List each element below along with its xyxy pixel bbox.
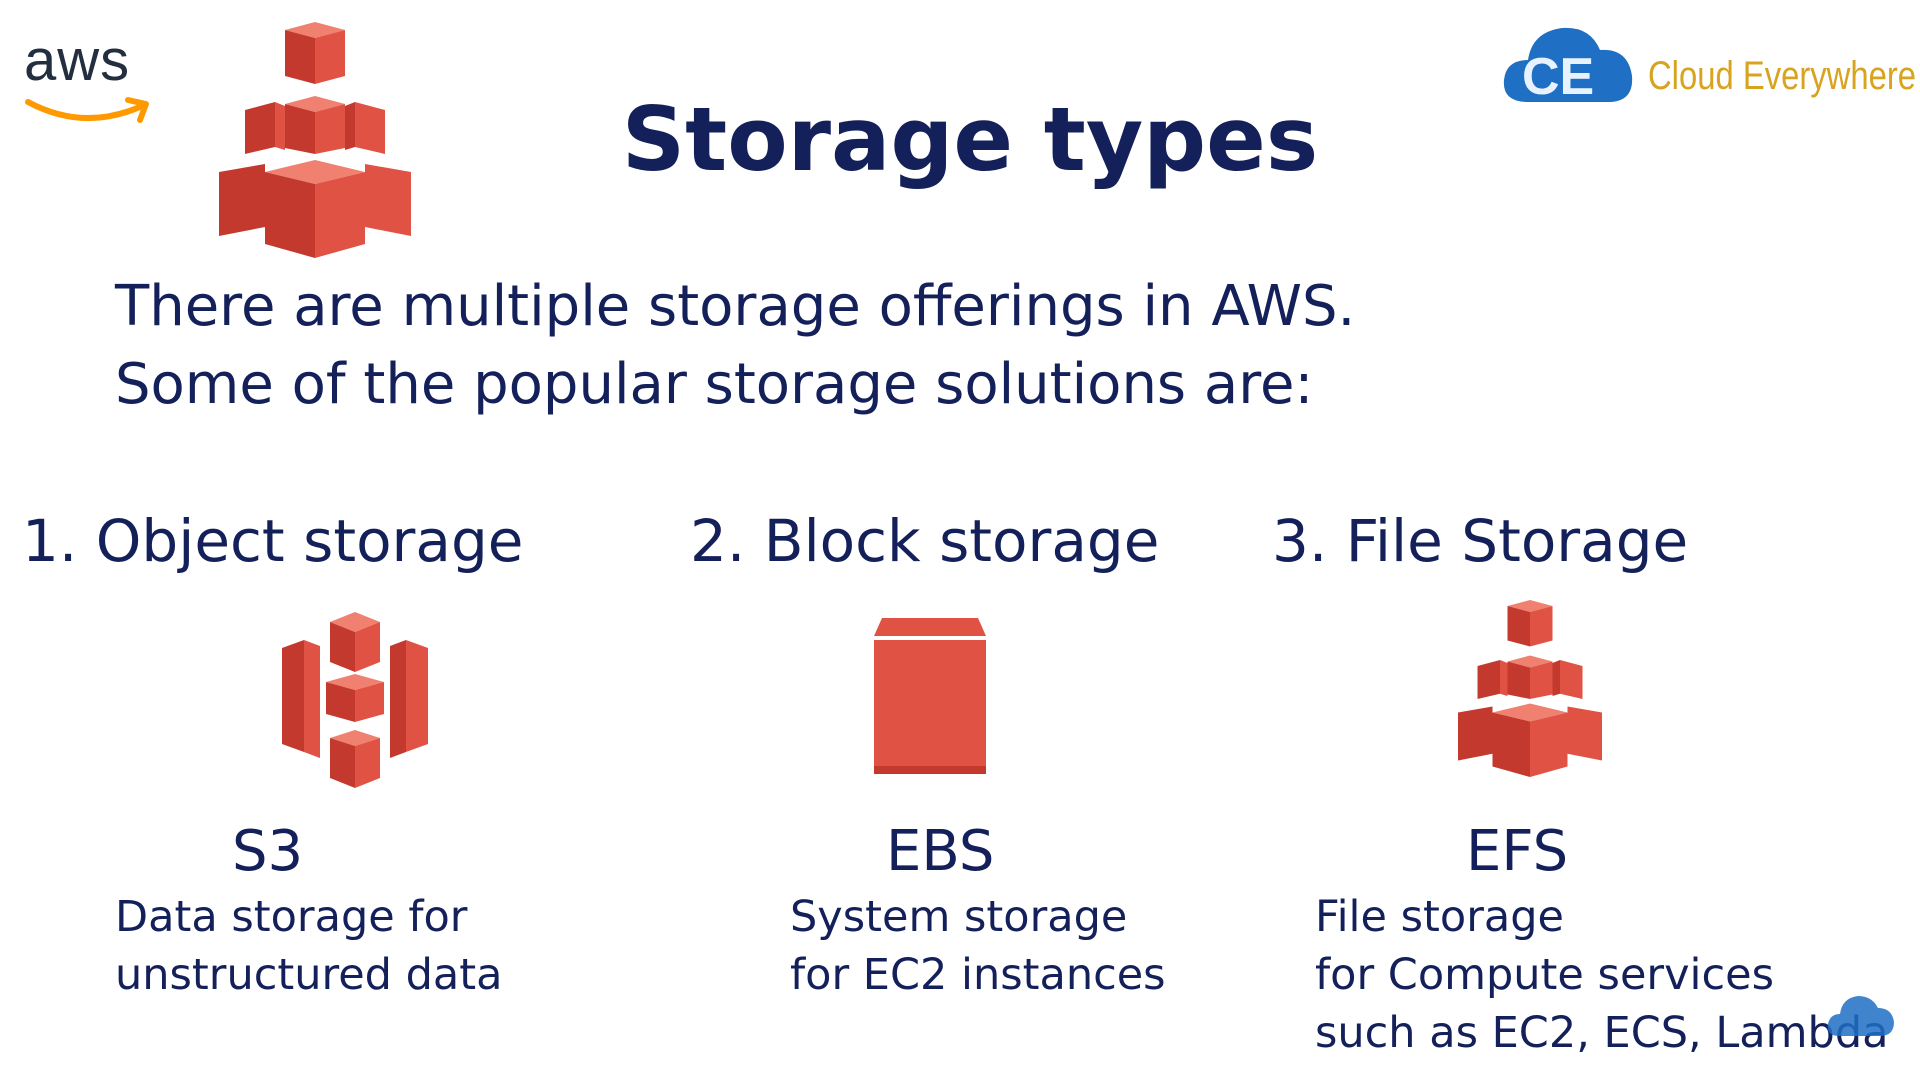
- description-line: for EC2 instances: [790, 950, 1166, 1000]
- aws-logo-text: aws: [24, 28, 131, 93]
- brand-badge-text: CE: [1522, 48, 1594, 106]
- storage-cubes-icon: [219, 22, 411, 258]
- aws-smile-icon: [25, 97, 149, 123]
- description-s3: Data storage for unstructured data: [115, 888, 502, 1004]
- description-line: for Compute services: [1315, 950, 1774, 1000]
- service-name-efs: EFS: [1466, 819, 1569, 884]
- intro-text: There are multiple storage offerings in …: [115, 268, 1615, 424]
- description-efs: File storage for Compute services such a…: [1315, 888, 1889, 1062]
- heading-file-storage: 3. File Storage: [1272, 507, 1689, 575]
- description-line: unstructured data: [115, 950, 503, 1000]
- service-name-s3: S3: [232, 819, 304, 884]
- description-line: Data storage for: [115, 892, 468, 942]
- description-ebs: System storage for EC2 instances: [790, 888, 1166, 1004]
- service-name-ebs: EBS: [886, 819, 995, 884]
- cloud-icon: CE: [1503, 27, 1633, 106]
- slide-title: Storage types: [621, 88, 1319, 191]
- s3-bucket-icon: [282, 612, 428, 788]
- watermark-cloud-icon: [1827, 996, 1894, 1036]
- intro-line-1: There are multiple storage offerings in …: [115, 274, 1356, 339]
- ebs-volume-icon: [874, 618, 986, 774]
- intro-line-2: Some of the popular storage solutions ar…: [115, 352, 1314, 417]
- aws-logo: aws: [24, 30, 154, 130]
- efs-cubes-icon: [1458, 600, 1602, 777]
- brand-name: Cloud Everywhere: [1648, 54, 1916, 98]
- heading-object-storage: 1. Object storage: [22, 507, 524, 575]
- description-line: File storage: [1315, 892, 1564, 942]
- description-line: such as EC2, ECS, Lambda: [1315, 1008, 1889, 1058]
- brand-logo: CE Cloud Everywhere: [1500, 14, 1920, 114]
- heading-block-storage: 2. Block storage: [690, 507, 1160, 575]
- description-line: System storage: [790, 892, 1128, 942]
